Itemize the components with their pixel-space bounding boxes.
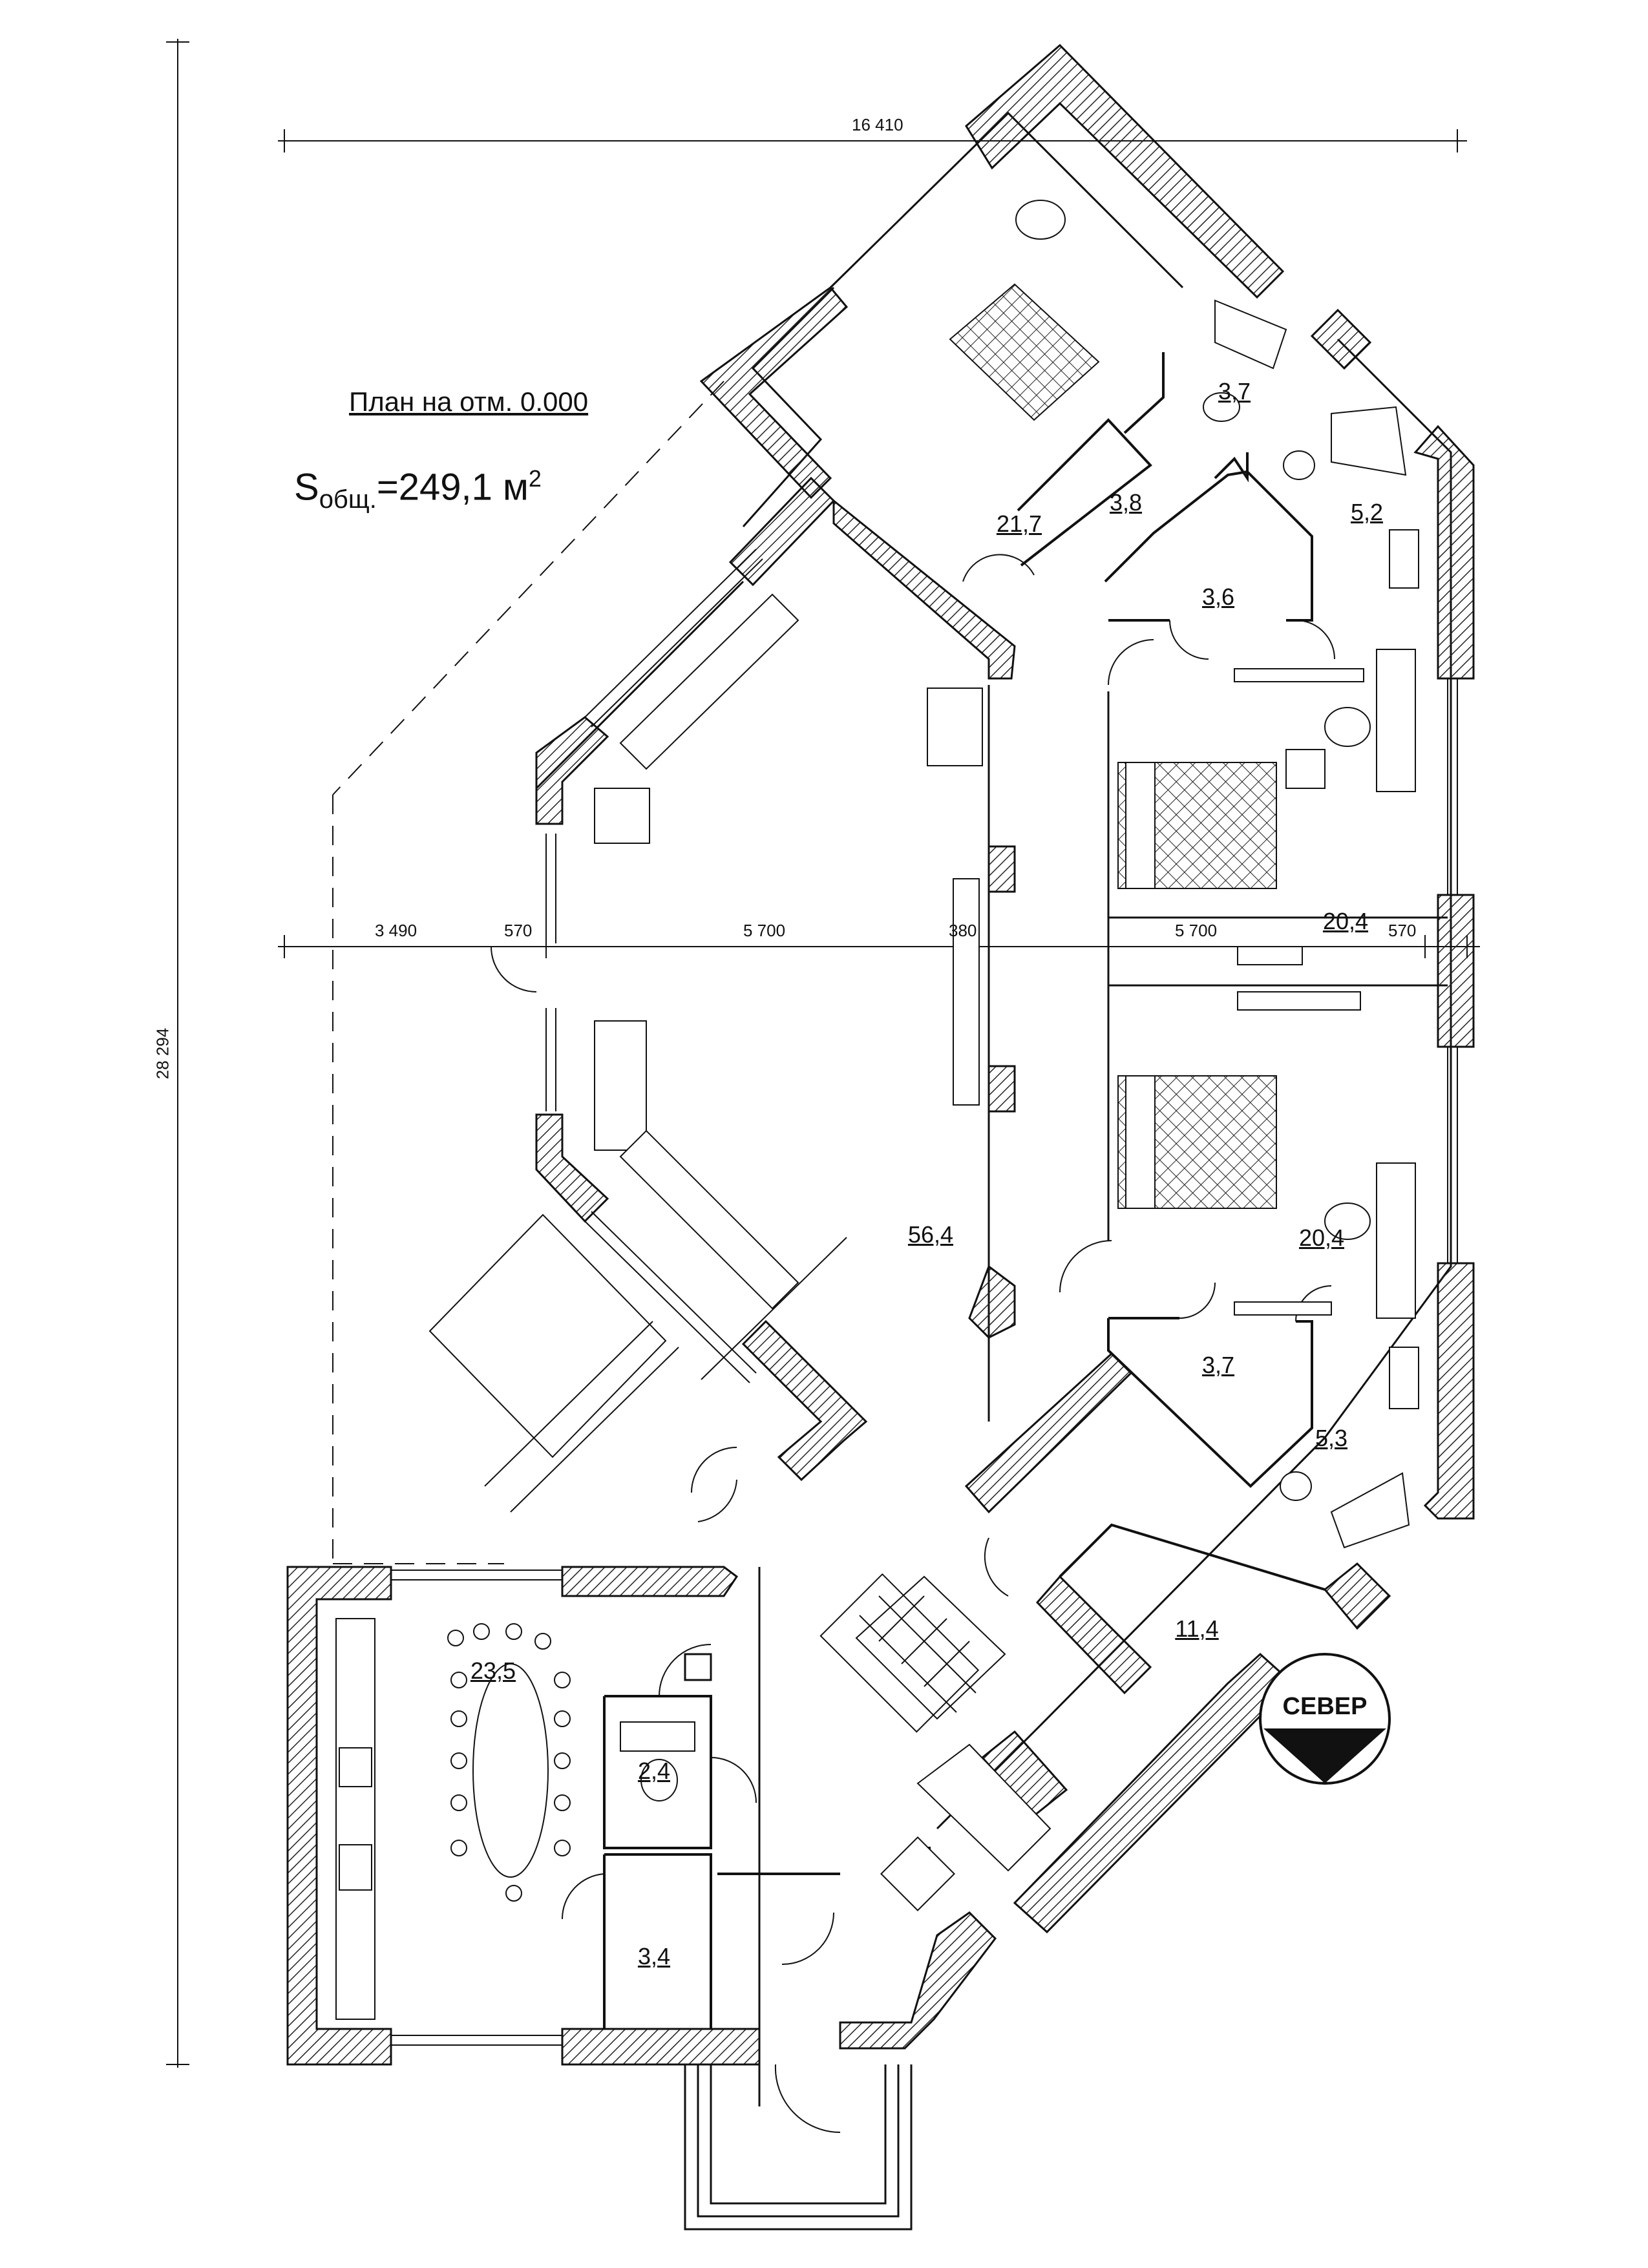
room-label-bath-low: 5,3 — [1315, 1425, 1348, 1451]
dim-d5: 5 700 — [1175, 921, 1218, 940]
room-label-wc: 2,4 — [637, 1758, 671, 1784]
dim-d1: 3 490 — [375, 921, 417, 940]
total-area: Sобщ.=249,1 м2 — [294, 465, 542, 514]
room-label-bath-small: 3,7 — [1218, 378, 1251, 404]
plan-title: План на отм. 0.000 — [349, 386, 589, 417]
door-swings — [491, 554, 1335, 2134]
room-label-bath-right: 5,2 — [1350, 499, 1384, 525]
room-label-bedroom-mid2: 20,4 — [1298, 1224, 1345, 1251]
area-value: =249,1 м — [376, 466, 529, 509]
dim-d6: 570 — [1388, 921, 1417, 940]
stairs — [484, 1237, 980, 1733]
dim-d2: 570 — [504, 921, 533, 940]
area-prefix: S — [294, 466, 319, 509]
walls — [286, 43, 1475, 2066]
north-label: СЕВЕР — [1282, 1693, 1368, 1720]
terrace-outline — [332, 381, 724, 1564]
dim-left-total: 28 294 — [153, 1027, 173, 1080]
area-subscript: общ. — [319, 485, 377, 514]
north-indicator: СЕВЕР — [1260, 1654, 1389, 1783]
dim-d3: 5 700 — [743, 921, 786, 940]
room-label-living: 56,4 — [907, 1221, 954, 1248]
room-label-kitchen: 23,5 — [470, 1657, 516, 1684]
room-label-closet: 3,8 — [1109, 489, 1143, 516]
building-outline — [535, 111, 1452, 2231]
north-arrow-symbol — [1259, 1653, 1391, 1785]
area-superscript: 2 — [528, 465, 542, 492]
room-label-bedroom-top: 21,7 — [996, 510, 1042, 537]
dim-d4: 380 — [949, 921, 977, 940]
furniture — [335, 200, 1419, 2020]
windows — [391, 549, 1458, 2046]
interior-partitions — [603, 352, 1326, 2029]
dim-top-total: 16 410 — [852, 115, 903, 134]
room-label-hall-low: 3,7 — [1201, 1352, 1235, 1378]
room-label-room-11: 11,4 — [1175, 1615, 1219, 1642]
room-label-storage: 3,4 — [637, 1943, 671, 1969]
room-label-bedroom-mid1: 20,4 — [1322, 908, 1369, 934]
room-label-hall-top: 3,6 — [1201, 583, 1235, 610]
